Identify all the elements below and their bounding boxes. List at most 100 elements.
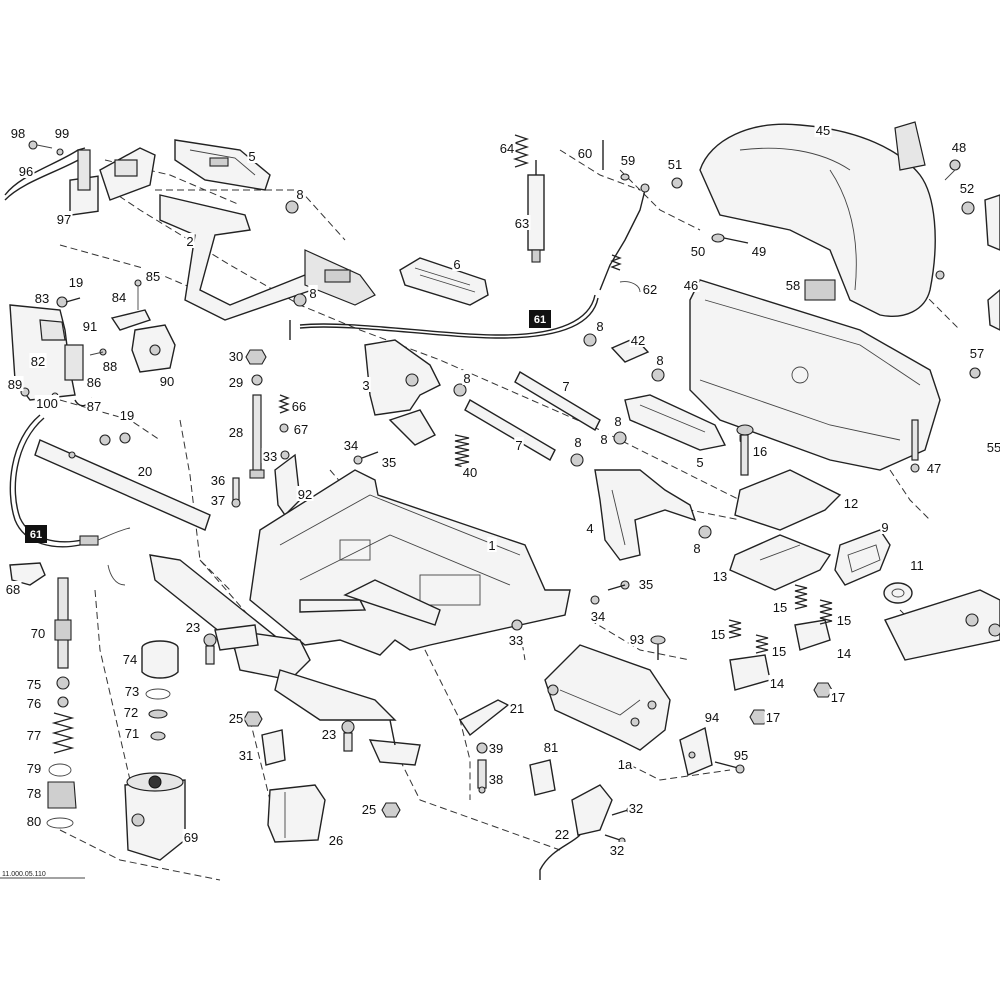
part-21-bracket <box>458 699 510 737</box>
callout-label: 100 <box>36 396 58 411</box>
callout-label: 70 <box>31 626 45 641</box>
callout-label-bg <box>9 125 27 140</box>
callout-label: 35 <box>382 455 396 470</box>
callout-label: 8 <box>656 353 663 368</box>
callout-label-bg <box>585 520 595 535</box>
callout-label-bg <box>361 377 371 392</box>
callout-label: 64 <box>500 141 514 156</box>
callout-label-bg <box>589 608 607 623</box>
part-30-nut <box>245 349 267 365</box>
part-8-bushing <box>613 431 627 445</box>
callout-label-bg <box>950 139 968 154</box>
callout-label-bg <box>123 683 141 698</box>
callout-label: 45 <box>816 123 830 138</box>
part-83-screw <box>56 296 81 308</box>
callout-label: 15 <box>773 600 787 615</box>
part-78-bushing <box>47 781 77 809</box>
callout-label: 90 <box>160 374 174 389</box>
callout-label-bg <box>296 486 314 501</box>
clip <box>107 564 126 586</box>
callout-label: 8 <box>463 371 470 386</box>
part-8-bushing <box>698 525 712 539</box>
callout-label-bg <box>327 832 345 847</box>
part-47-bolt <box>910 419 920 473</box>
callout-label-bg <box>498 140 516 155</box>
callout-label-bg <box>29 625 47 640</box>
callout-label-bg <box>144 268 162 283</box>
callout-label: 2 <box>186 234 193 249</box>
callout-label-bg <box>709 626 727 641</box>
callout-label: 38 <box>489 772 503 787</box>
callout-label: 89 <box>8 377 22 392</box>
callout-label-bg <box>308 285 318 300</box>
reference-code: 11.000.05.110 <box>2 871 46 878</box>
callout-label: 50 <box>691 244 705 259</box>
callout-label-bg <box>25 676 43 691</box>
callout-label-bg <box>81 318 99 333</box>
part-79-ring <box>48 763 72 777</box>
callout-label-bg <box>655 352 665 367</box>
callout-label: 14 <box>837 646 851 661</box>
part-48-screw <box>944 159 961 181</box>
callout-label-bg <box>628 631 646 646</box>
callout-label: 78 <box>27 786 41 801</box>
part-90-block <box>131 324 176 373</box>
callout-label: 40 <box>463 465 477 480</box>
callout-label: 4 <box>586 521 593 536</box>
part-33-nut <box>511 619 523 631</box>
callout-label-bg <box>227 710 245 725</box>
part-73-ring <box>145 688 171 700</box>
callout-label-bg <box>629 332 647 347</box>
callout-label: 98 <box>11 126 25 141</box>
callout-label: 36 <box>211 473 225 488</box>
part-46-tray <box>689 279 941 471</box>
callout-label-bg <box>67 274 85 289</box>
callout-label-bg <box>123 725 141 740</box>
callout-label-bg <box>711 568 729 583</box>
part-4-pedal-arm <box>594 469 697 561</box>
callout-label-bg <box>25 727 43 742</box>
callout-label-bg <box>185 233 195 248</box>
part-81-bracket <box>529 759 556 796</box>
callout-label-bg <box>17 163 35 178</box>
part-36-bolt <box>231 477 241 508</box>
callout-label-bg <box>25 785 43 800</box>
part-13-plate <box>729 534 832 591</box>
part-70-shaft <box>54 577 72 669</box>
part-68-clip <box>9 562 46 586</box>
callout-label-bg <box>770 643 788 658</box>
callout-label-bg <box>553 826 571 841</box>
callout-label-bg <box>452 256 462 271</box>
part-95-screw <box>714 761 745 774</box>
part-8-bushing <box>651 368 665 382</box>
part-12-plate <box>734 469 842 531</box>
part-72-washer <box>148 709 168 719</box>
callout-label-bg <box>542 739 560 754</box>
callout-label: 8 <box>614 414 621 429</box>
part-62-clip <box>619 281 641 293</box>
callout-label-bg <box>627 800 645 815</box>
callout-label: 21 <box>510 701 524 716</box>
callout-label: 3 <box>362 378 369 393</box>
part-6-pedal-pad <box>399 257 489 306</box>
callout-label-bg <box>599 431 609 446</box>
callout-label: 8 <box>574 435 581 450</box>
callout-label: 8 <box>296 187 303 202</box>
callout-label: 58 <box>786 278 800 293</box>
callout-label: 20 <box>138 464 152 479</box>
callout-label-bg <box>4 581 22 596</box>
part-45-cover <box>699 121 945 317</box>
callout-label: 73 <box>125 684 139 699</box>
callout-label-bg <box>209 492 227 507</box>
part-84-clip <box>110 279 151 331</box>
callout-label: 16 <box>753 444 767 459</box>
callout-label-bg <box>209 472 227 487</box>
callout-label-bg <box>842 495 860 510</box>
cover-edge <box>984 194 1000 251</box>
callout-label: 59 <box>621 153 635 168</box>
part-57-washer <box>969 367 981 379</box>
callout-label-bg <box>85 398 103 413</box>
part-7-rod-upper <box>514 371 601 431</box>
callout-label: 85 <box>146 269 160 284</box>
callout-label-bg <box>227 374 245 389</box>
